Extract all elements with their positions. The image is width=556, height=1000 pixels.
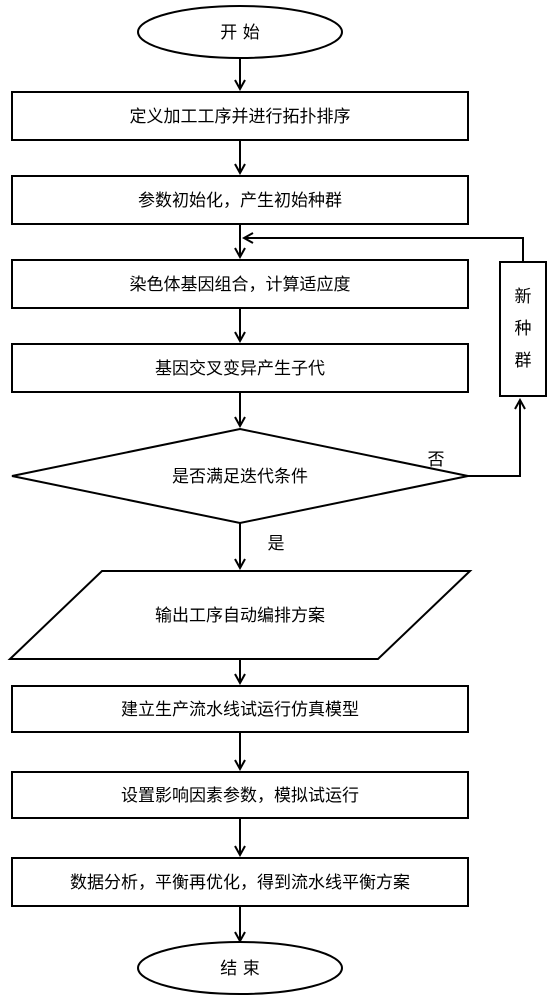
process-box-crossover-mutation — [11, 343, 469, 393]
decision-yes-label: 是 — [268, 534, 285, 554]
process-box-parameters — [11, 771, 469, 819]
new-population-char: 种 — [515, 319, 532, 339]
process-label: 数据分析，平衡再优化，得到流水线平衡方案 — [70, 873, 410, 893]
decision-no-label: 否 — [428, 450, 445, 470]
process-label: 建立生产流水线试运行仿真模型 — [121, 700, 359, 720]
output-parallelogram — [7, 570, 473, 660]
loop-edge-no — [468, 400, 520, 477]
decision-label: 是否满足迭代条件 — [172, 467, 308, 487]
new-population-box — [499, 261, 547, 397]
process-box-balance-optimization — [11, 857, 469, 907]
loop-edge-return — [244, 238, 524, 262]
process-label: 基因交叉变异产生子代 — [155, 359, 325, 379]
process-label: 染色体基因组合，计算适应度 — [130, 275, 351, 295]
start-label: 开 始 — [220, 23, 259, 43]
end-terminal — [137, 941, 343, 995]
process-box-topological-sort — [11, 91, 469, 141]
process-label: 设置影响因素参数，模拟试运行 — [121, 786, 359, 806]
process-label: 参数初始化，产生初始种群 — [138, 191, 342, 211]
new-population-char: 新 — [515, 287, 532, 307]
process-box-fitness — [11, 259, 469, 309]
process-box-simulation-model — [11, 685, 469, 733]
new-population-char: 群 — [515, 351, 532, 371]
end-label: 结 束 — [220, 959, 259, 979]
process-label: 定义加工工序并进行拓扑排序 — [130, 107, 351, 127]
output-label: 输出工序自动编排方案 — [155, 606, 325, 626]
